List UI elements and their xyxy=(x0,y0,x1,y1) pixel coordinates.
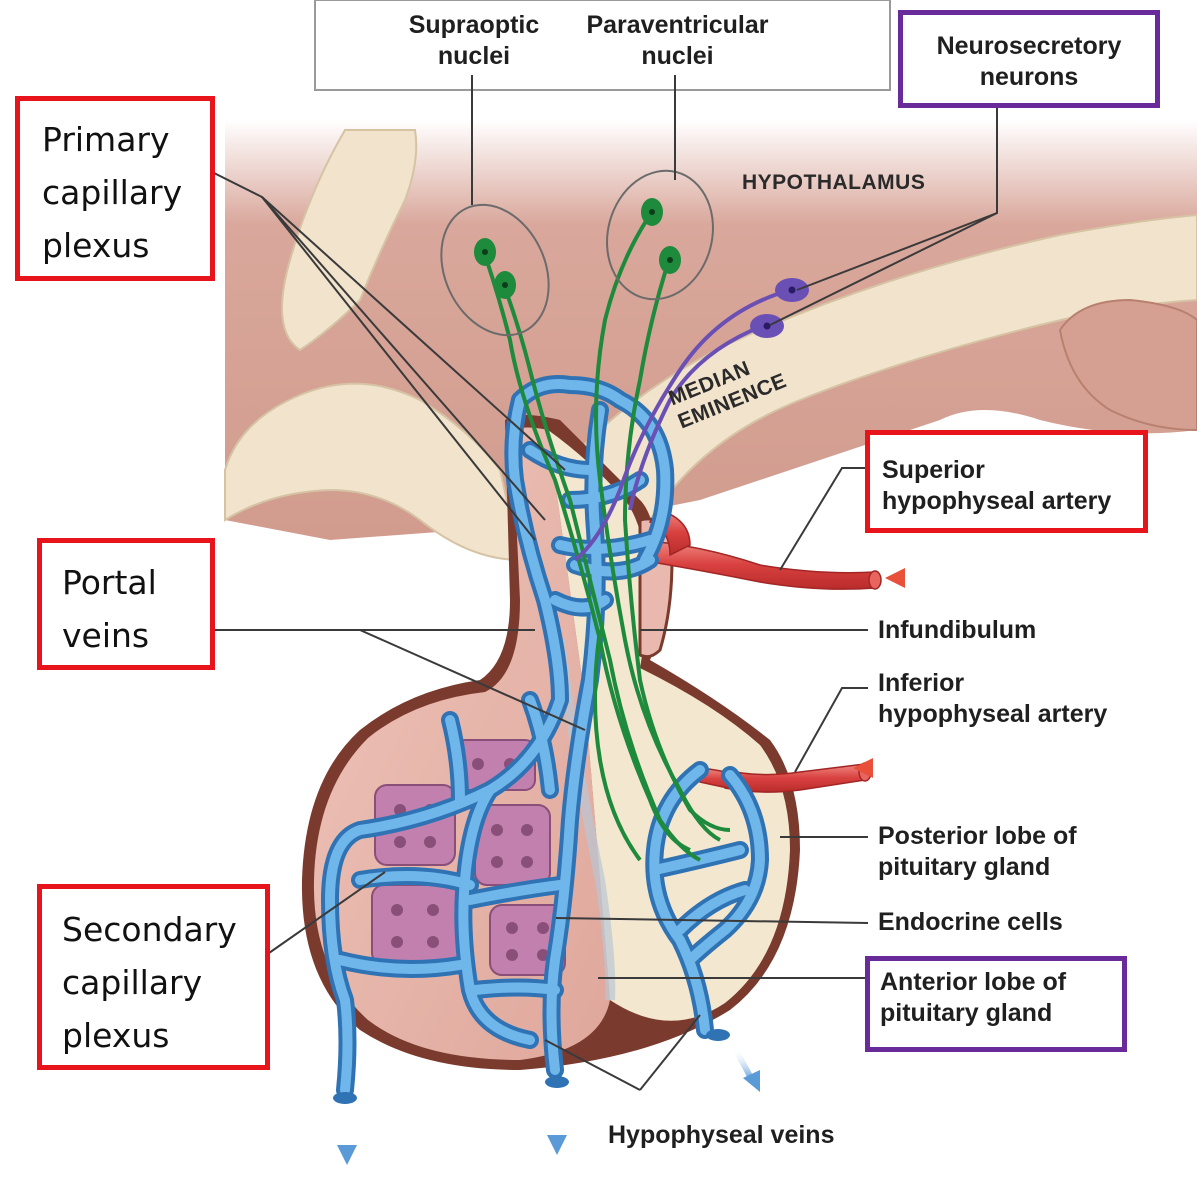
hypophyseal-veins-label: Hypophyseal veins xyxy=(608,1121,835,1149)
hypothalamus-label: HYPOTHALAMUS xyxy=(742,171,926,194)
leader-lines xyxy=(211,75,998,1091)
paraventricular-nuclei-oval xyxy=(606,169,714,301)
superior-hypophyseal-artery xyxy=(639,509,882,590)
hypothalamic-neurons-green xyxy=(483,213,731,862)
endocrine-cells-label: Endocrine cells xyxy=(878,908,1063,936)
capillaries-and-veins xyxy=(321,375,769,1104)
neuron-cell-bodies-green xyxy=(474,198,681,299)
neurosecretory-neurons-purple xyxy=(573,278,809,562)
infundibulum-label: Infundibulum xyxy=(878,616,1037,644)
blood-flow-arrows xyxy=(337,568,940,1165)
endocrine-cell-clusters xyxy=(371,739,566,976)
top-label-panel xyxy=(314,0,891,91)
supraoptic-nuclei-oval xyxy=(440,203,550,337)
